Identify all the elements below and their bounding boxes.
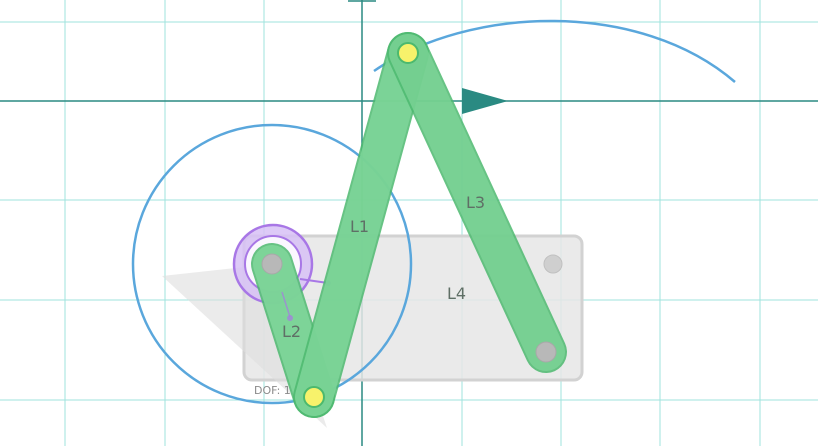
crank-pivot-joint[interactable] — [261, 253, 283, 275]
dof-readout: DOF: 1 — [254, 384, 291, 397]
link-l4-label: L4 — [447, 284, 466, 303]
rocker-pivot-joint[interactable] — [535, 341, 557, 363]
crank-marker-line — [281, 291, 291, 318]
link-l1[interactable]: L1 — [293, 32, 429, 418]
ground-pivot-joint[interactable] — [543, 254, 563, 274]
motor-angle-pointer — [299, 278, 329, 284]
link-l3[interactable]: L3 — [387, 32, 567, 373]
crank-coupler-joint[interactable] — [303, 386, 325, 408]
link-l1-label: L1 — [350, 217, 369, 236]
crank-marker-dot — [287, 315, 293, 321]
coupler-rocker-joint[interactable] — [397, 42, 419, 64]
axis-arrow-icon — [462, 88, 508, 114]
link-l3-label: L3 — [466, 193, 485, 212]
crank-path-circle — [131, 123, 413, 405]
link-l2-label: L2 — [282, 322, 301, 341]
